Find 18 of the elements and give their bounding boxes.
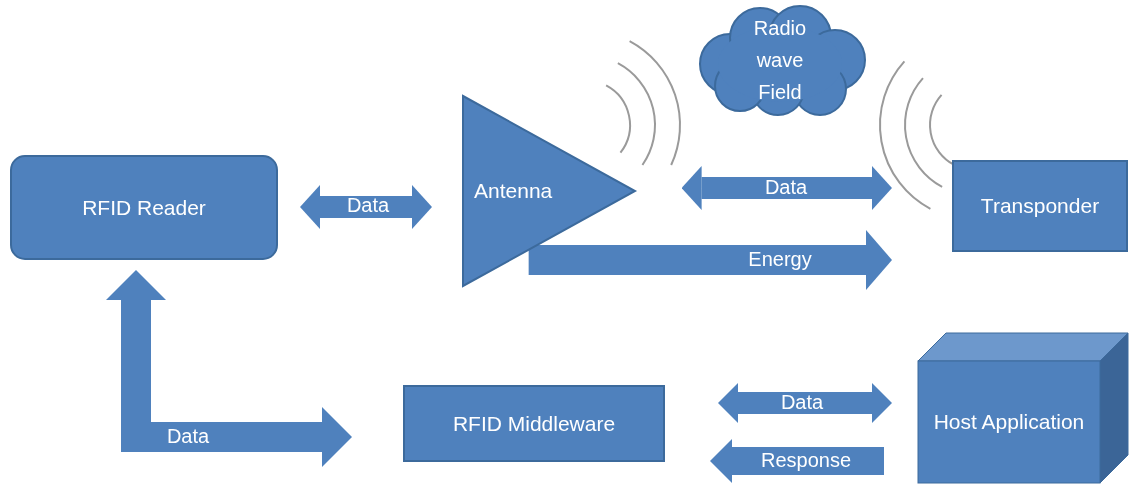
block-arrow (528, 230, 892, 290)
edge-label: Data (780, 390, 824, 414)
double-block-arrow (106, 270, 352, 467)
double-block-arrow (681, 166, 892, 210)
node-label: Transponder (980, 194, 1100, 218)
edge-label: Energy (748, 247, 812, 271)
edge-label: Data (166, 424, 210, 448)
node-label: Host Application (933, 410, 1085, 434)
node-label: RFID Middleware (452, 411, 616, 436)
node-label: Radio wave Field (752, 16, 808, 105)
node-label: RFID Reader (82, 195, 206, 220)
double-block-arrow (718, 383, 892, 423)
edge-label: Data (346, 193, 390, 217)
edge-label: Response (760, 448, 852, 472)
node-label: Antenna (474, 179, 553, 203)
edge-label: Data (764, 175, 808, 199)
block-arrow (710, 439, 884, 483)
double-block-arrow (300, 185, 432, 229)
